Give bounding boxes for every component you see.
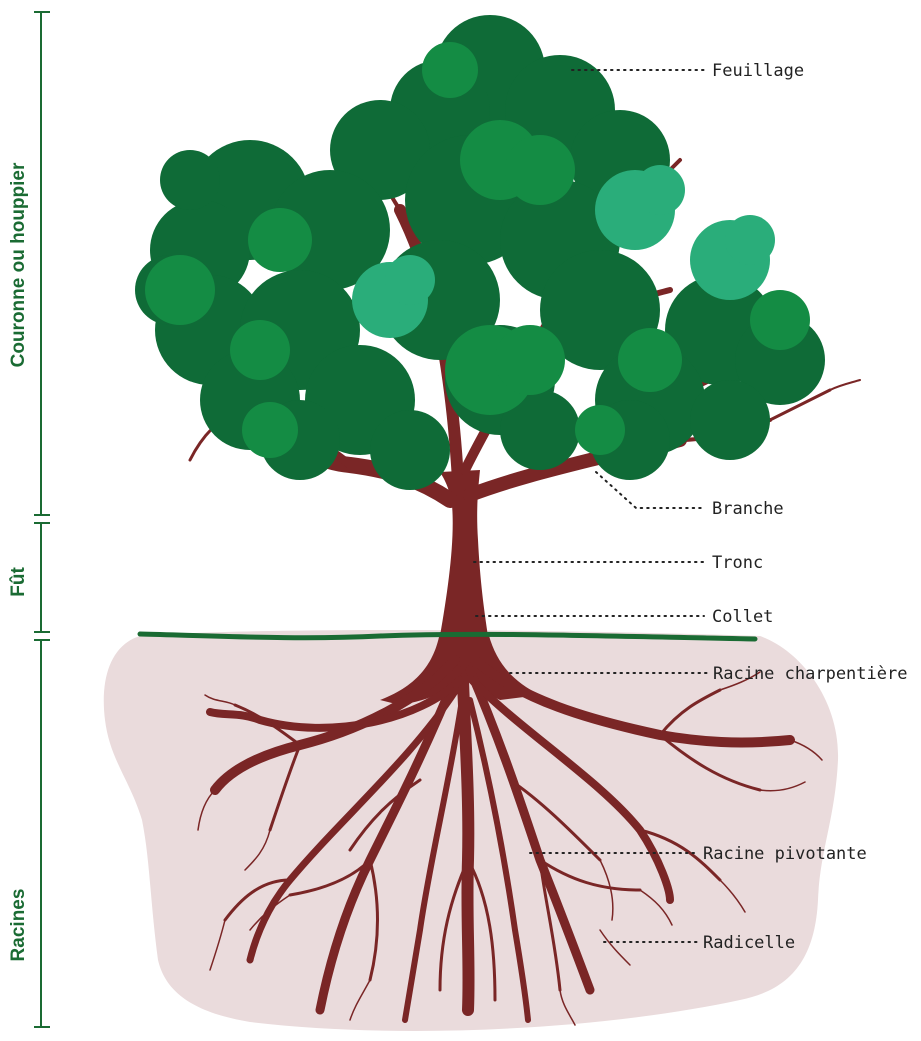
section-label-racines: Racines — [8, 889, 29, 962]
section-label-couronne: Couronne ou houppier — [8, 162, 29, 367]
label-collet: Collet — [712, 607, 773, 627]
section-label-fut: Fût — [8, 567, 29, 597]
label-racine-pivotante: Racine pivotante — [703, 844, 867, 864]
label-tronc: Tronc — [712, 553, 763, 573]
label-radicelle: Radicelle — [703, 933, 795, 953]
scale-gap — [37, 633, 45, 639]
label-branche: Branche — [712, 499, 784, 519]
label-feuillage: Feuillage — [712, 61, 804, 81]
scale-gap — [37, 516, 45, 522]
root-main — [462, 640, 469, 1010]
foliage — [135, 15, 825, 490]
label-racine-charpentiere: Racine charpentière — [713, 664, 907, 684]
leader-branche — [596, 472, 704, 508]
